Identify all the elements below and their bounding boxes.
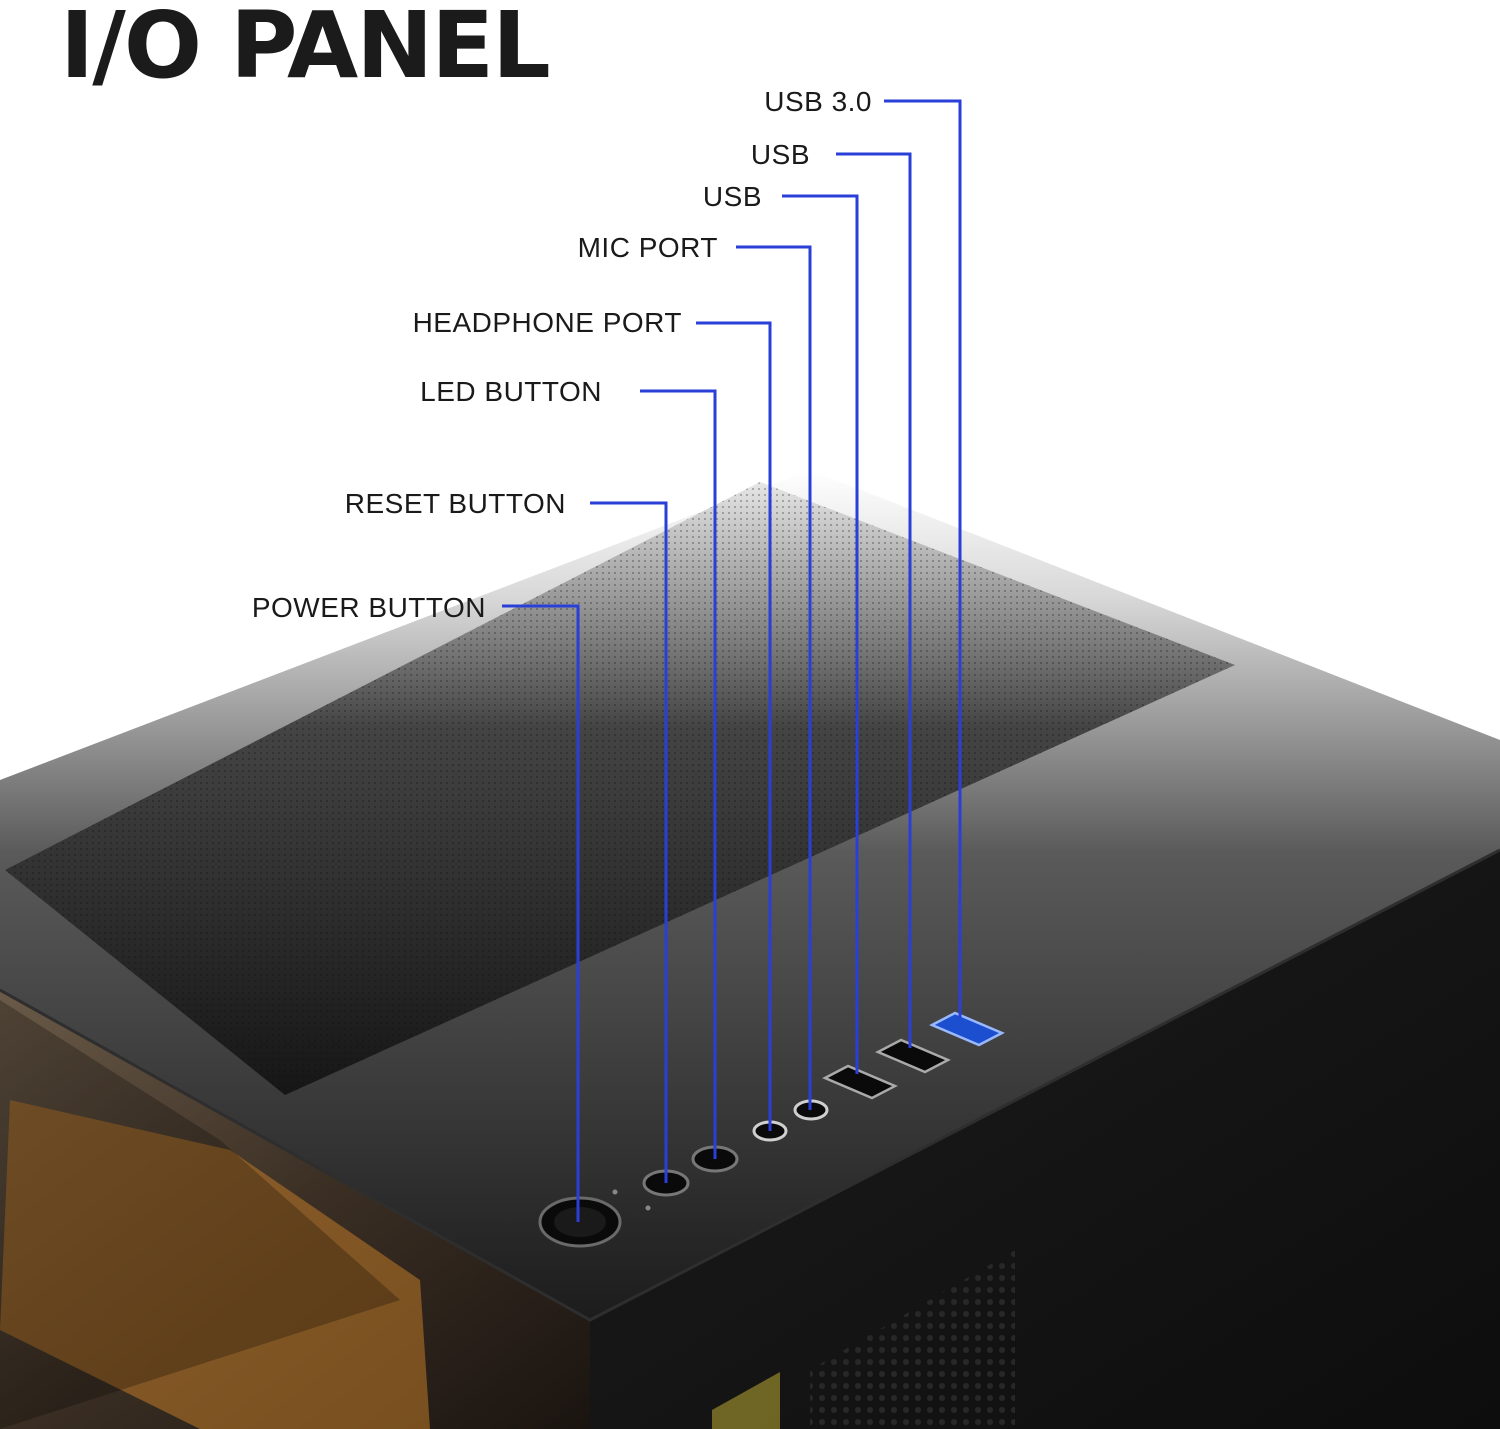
power-led	[612, 1189, 618, 1195]
hdd-led	[645, 1205, 651, 1211]
callout-line-usb1	[782, 194, 859, 1074]
glass-reflection	[0, 1000, 400, 1429]
case-side-panel	[590, 850, 1500, 1429]
callout-label-led-button: LED BUTTON	[420, 376, 602, 407]
callout-label-usb30: USB 3.0	[764, 86, 872, 117]
callout-label-usb2: USB	[750, 139, 810, 170]
callout-label-reset-button: RESET BUTTON	[344, 488, 566, 519]
callout-line-usb2	[836, 152, 912, 1048]
io-ports	[538, 1011, 1005, 1248]
usb30-port	[929, 1011, 1005, 1047]
callout-line-led	[640, 389, 717, 1159]
usb-port-1	[822, 1064, 898, 1100]
glass-glow	[0, 1100, 430, 1429]
vent-glow	[712, 1372, 780, 1429]
callout-label-headphone-port: HEADPHONE PORT	[412, 307, 682, 338]
callout-line-reset	[590, 501, 668, 1183]
callout-label-usb1: USB	[702, 181, 762, 212]
side-vent	[810, 1250, 1015, 1429]
callout-line-usb30	[884, 99, 962, 1018]
callout-label-power-button: POWER BUTTON	[251, 592, 486, 623]
usb-port-2	[875, 1038, 951, 1074]
callout-line-headphone	[696, 321, 772, 1131]
callout-line-mic	[736, 245, 812, 1110]
page-title: I/O PANEL	[60, 0, 551, 99]
callout-lines	[502, 99, 962, 1222]
callout-label-mic-port: MIC PORT	[577, 232, 718, 263]
callout-line-power	[502, 604, 580, 1222]
